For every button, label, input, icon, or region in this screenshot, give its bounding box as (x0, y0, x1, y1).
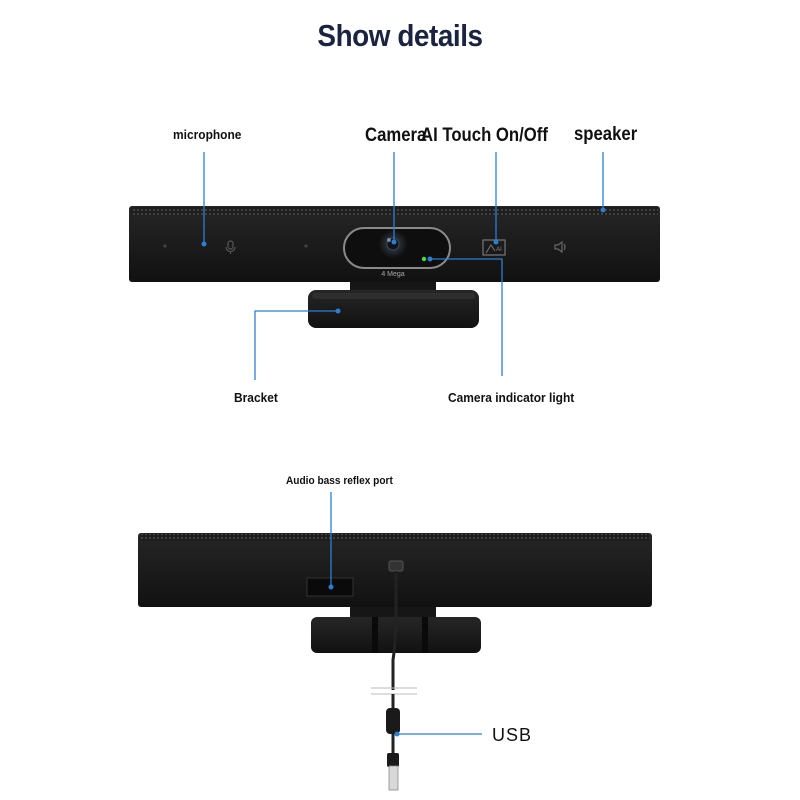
back-grille (140, 534, 650, 541)
usb-connector (388, 765, 399, 791)
bracket (308, 280, 479, 328)
ai-touch-label: AI Touch On/Off (421, 125, 548, 146)
speaker-icon (554, 240, 566, 254)
bracket-leader-line (254, 310, 338, 380)
microphone-label: microphone (173, 127, 242, 142)
leader-lines-front (201, 152, 606, 380)
back-webcam (138, 533, 652, 791)
microphone-icon (225, 240, 236, 254)
page-title: Show details (317, 18, 483, 53)
cable-clip (388, 560, 404, 572)
lens-text: 4 Mega (381, 271, 404, 278)
indicator-label: Camera indicator light (448, 390, 575, 405)
usb-cable (391, 571, 398, 690)
ai-touch-icon: AI (482, 239, 506, 256)
mic-hole-icon (304, 244, 308, 248)
mic-hole-icon (163, 244, 167, 248)
indicator-led (421, 256, 427, 262)
ferrite-core (386, 708, 400, 734)
ai-icon-text: AI (496, 247, 502, 253)
speaker-label: speaker (574, 124, 638, 145)
bass-port-label: Audio bass reflex port (286, 475, 393, 487)
bracket-label: Bracket (234, 390, 278, 405)
usb-label: USB (492, 725, 533, 745)
indicator-leader-line (430, 258, 503, 376)
leader-lines-back (328, 492, 482, 737)
camera-label: Camera (365, 125, 427, 146)
usb-plug-body (387, 753, 399, 767)
